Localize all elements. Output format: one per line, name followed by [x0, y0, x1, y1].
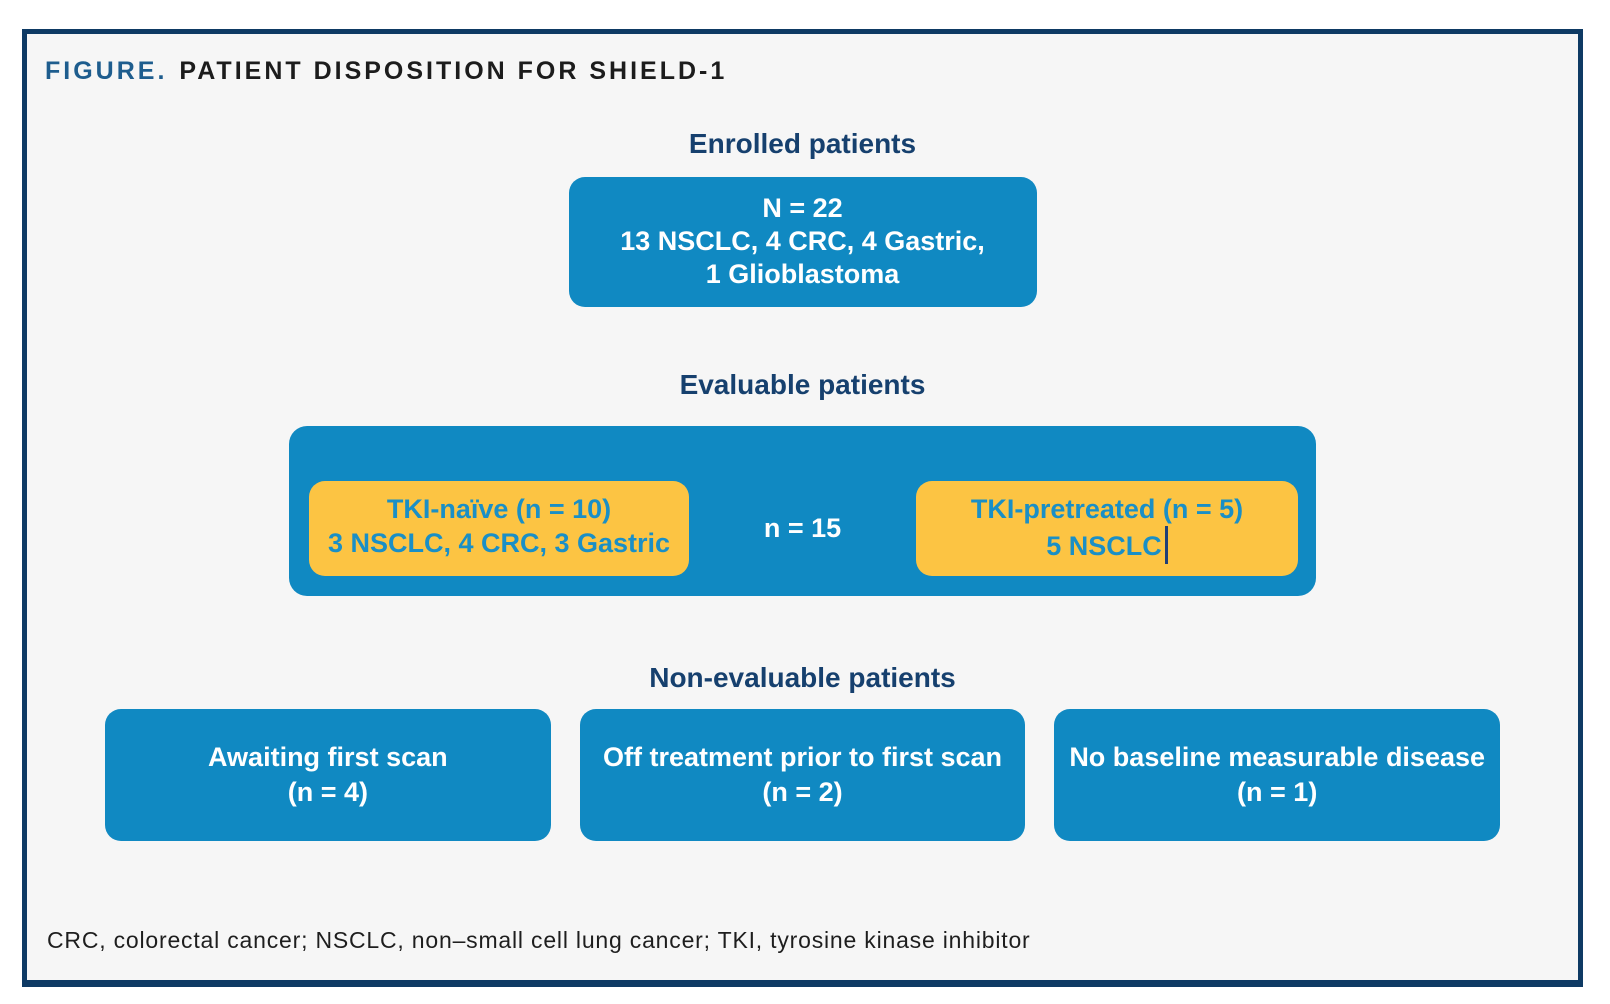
enrolled-patients-box: N = 22 13 NSCLC, 4 CRC, 4 Gastric, 1 Gli…	[568, 177, 1037, 307]
abbreviations-footnote: CRC, colorectal cancer; NSCLC, non–small…	[47, 927, 1031, 953]
evaluable-patients-box: TKI-naïve (n = 10) 3 NSCLC, 4 CRC, 3 Gas…	[289, 426, 1316, 596]
tki-naive-box: TKI-naïve (n = 10) 3 NSCLC, 4 CRC, 3 Gas…	[309, 481, 689, 576]
evaluable-count-label: n = 15	[763, 513, 842, 543]
tki-pretreated-line2-wrap[interactable]: 5 NSCLC	[916, 526, 1298, 564]
enrolled-box-line-n: N = 22	[762, 193, 843, 223]
off-treatment-label: Off treatment prior to first scan	[602, 742, 1003, 772]
text-caret	[1164, 526, 1168, 564]
figure-title-text: PATIENT DISPOSITION FOR SHIELD-1	[179, 57, 728, 85]
enrolled-box-line-glioblastoma: 1 Glioblastoma	[705, 259, 900, 289]
non-evaluable-patients-heading: Non-evaluable patients	[649, 662, 956, 693]
figure-title: FIGURE. PATIENT DISPOSITION FOR SHIELD-1	[45, 56, 1578, 86]
tki-pretreated-line2: 5 NSCLC	[1046, 531, 1162, 561]
tki-pretreated-line1: TKI-pretreated (n = 5)	[970, 494, 1244, 524]
tki-naive-line2: 3 NSCLC, 4 CRC, 3 Gastric	[327, 528, 671, 558]
off-treatment-count: (n = 2)	[762, 777, 843, 807]
awaiting-first-scan-count: (n = 4)	[287, 777, 368, 807]
enrolled-patients-heading: Enrolled patients	[688, 128, 917, 159]
no-baseline-disease-count: (n = 1)	[1237, 777, 1318, 807]
awaiting-first-scan-box: Awaiting first scan (n = 4)	[105, 709, 551, 841]
no-baseline-disease-label: No baseline measurable disease	[1069, 742, 1486, 772]
tki-naive-line1: TKI-naïve (n = 10)	[386, 494, 612, 524]
figure-title-prefix: FIGURE.	[45, 57, 168, 85]
no-baseline-disease-box: No baseline measurable disease (n = 1)	[1054, 709, 1501, 841]
figure-panel: FIGURE.PATIENT DISPOSITION FOR SHIELD-1 …	[22, 29, 1583, 987]
non-evaluable-boxes-row: Awaiting first scan (n = 4) Off treatmen…	[105, 709, 1501, 841]
tki-pretreated-box[interactable]: TKI-pretreated (n = 5) 5 NSCLC	[916, 481, 1298, 576]
enrolled-box-line-tumors: 13 NSCLC, 4 CRC, 4 Gastric,	[620, 226, 985, 256]
off-treatment-box: Off treatment prior to first scan (n = 2…	[579, 709, 1026, 841]
evaluable-patients-heading: Evaluable patients	[679, 369, 926, 400]
awaiting-first-scan-label: Awaiting first scan	[208, 742, 448, 772]
